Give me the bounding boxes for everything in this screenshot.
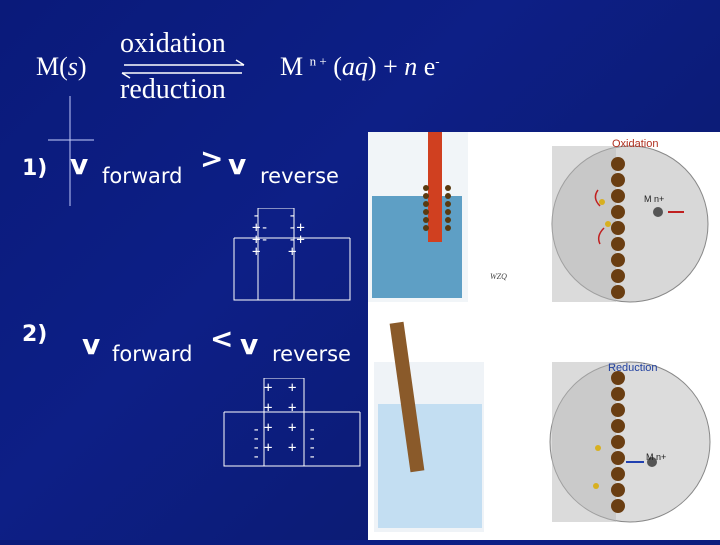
bottom-minus-left: ---- — [252, 422, 261, 465]
row-1-operator: > — [200, 142, 224, 175]
oxidation-label: oxidation — [120, 28, 226, 59]
top-signs-left: - +- +- + — [252, 208, 269, 260]
reduction-label: reduction — [120, 74, 226, 105]
ion-label-top: M n+ — [644, 194, 665, 204]
solid-state: s — [67, 52, 78, 81]
bottom-minus-right: ---- — [308, 422, 317, 465]
reduction-caption: Reduction — [608, 362, 658, 374]
row-1-forward-sub: forward — [102, 164, 183, 188]
ion-charge: n + — [309, 53, 327, 69]
equation-right: M n + (aq) + n e- — [280, 52, 440, 81]
row-2-v-reverse: v — [240, 328, 259, 361]
oxidation-figure-panel: Oxidation M n+ WZQ — [368, 92, 720, 312]
row-1-v-forward: v — [70, 148, 89, 181]
bottom-signs-col1: + + + + — [264, 380, 273, 456]
reduction-illustration — [374, 321, 711, 532]
equilibrium-arrow-icon — [121, 59, 245, 79]
bottom-signs-col2: + + + + — [288, 380, 297, 456]
row-1-v-reverse: v — [228, 148, 247, 181]
row-2-label: 2) — [22, 322, 48, 347]
credit-label: WZQ — [490, 272, 507, 281]
schematic-oxidation — [233, 208, 351, 301]
equation-left: M(s) — [36, 52, 87, 81]
row-2-operator: < — [210, 322, 234, 355]
sparkle-icon — [48, 96, 94, 206]
oxidation-caption: Oxidation — [612, 138, 659, 150]
metal-symbol: M — [36, 52, 60, 81]
schematic-reduction — [223, 378, 361, 467]
ion-label-bottom: M n+ — [646, 452, 667, 462]
row-1-label: 1) — [22, 156, 48, 181]
row-2-forward-sub: forward — [112, 342, 193, 366]
top-signs-right: - -+ -+ + — [288, 208, 305, 260]
row-1-reverse-sub: reverse — [260, 164, 339, 188]
row-2-reverse-sub: reverse — [272, 342, 351, 366]
reduction-figure-panel: Reduction M n+ — [368, 312, 720, 540]
oxidation-illustration — [368, 92, 709, 303]
row-2-v-forward: v — [82, 328, 101, 361]
